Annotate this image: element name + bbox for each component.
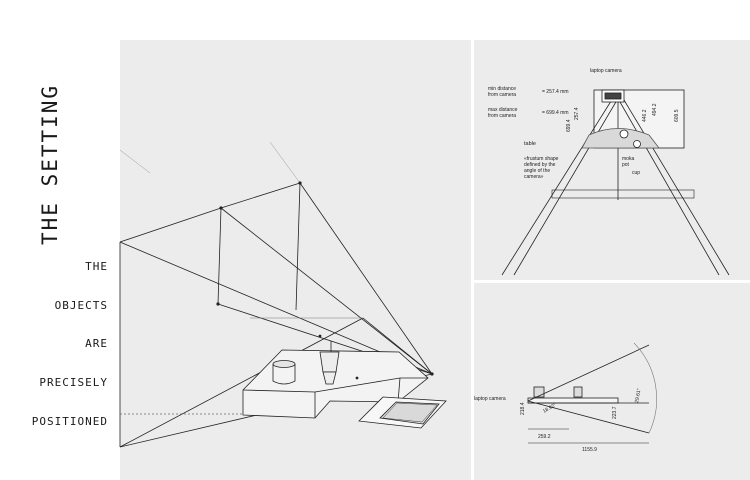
- perspective-view-panel: [120, 40, 471, 480]
- value-min-distance: = 257.4 mm: [542, 89, 569, 95]
- dim-699-4: 699.4: [566, 119, 572, 132]
- label-laptop-camera: laptop camera: [590, 68, 622, 74]
- side-view-panel: laptop camera 218.4 259.2 1155.9 223.7 1…: [474, 283, 750, 480]
- angle-18-92: 18.92°: [542, 402, 558, 414]
- side-view-drawing: laptop camera 218.4 259.2 1155.9 223.7 1…: [474, 342, 657, 453]
- label-table: table: [524, 141, 536, 147]
- dim-609-5: 609.5: [674, 109, 680, 122]
- caption-word-5: POSITIONED: [31, 415, 108, 428]
- dim-494-2: 494.2: [652, 103, 658, 116]
- caption-word-3: ARE: [85, 337, 108, 350]
- caption-word-2: OBJECTS: [54, 299, 108, 312]
- dim-218-4: 218.4: [520, 402, 526, 415]
- dim-259-2: 259.2: [538, 434, 551, 440]
- caption-word-4: PRECISELY: [39, 376, 108, 389]
- value-max-distance: = 699.4 mm: [542, 110, 569, 116]
- label-cup: cup: [632, 170, 640, 176]
- dim-1155-9: 1155.9: [582, 447, 597, 453]
- page-title: THE SETTING: [38, 83, 62, 245]
- label-side-laptop-camera: laptop camera: [474, 396, 506, 402]
- dim-223-7: 223.7: [612, 406, 618, 419]
- caption-word-1: THE: [85, 260, 108, 273]
- angle-29-61: 29.61°: [634, 388, 642, 403]
- dim-446-2: 446.2: [642, 109, 648, 122]
- dim-257-4: 257.4: [574, 107, 580, 120]
